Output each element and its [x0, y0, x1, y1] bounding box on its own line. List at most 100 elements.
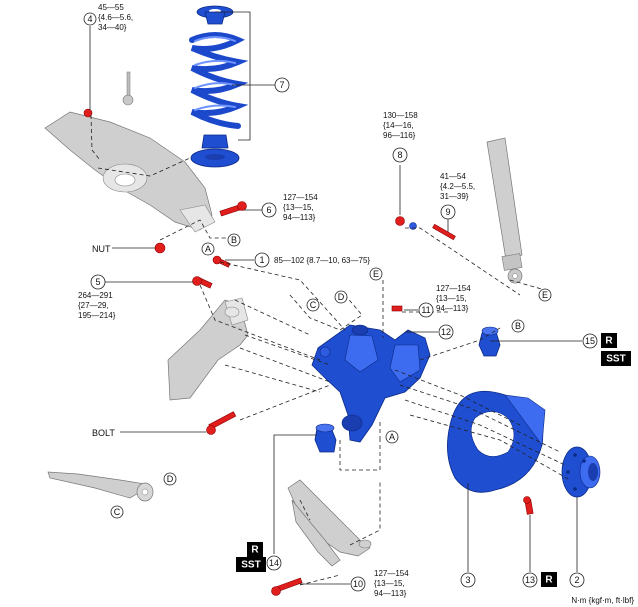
- fastener-5-bolt: [192, 276, 213, 289]
- svg-text:2: 2: [574, 575, 579, 585]
- fastener-10-bolt: [271, 577, 303, 596]
- svg-text:{14—16,: {14—16,: [383, 121, 414, 130]
- knuckle: [311, 324, 431, 443]
- callout-6: 6: [261, 202, 277, 218]
- units-note: N·m {kgf·m, ft·lbf}: [571, 596, 634, 605]
- torque-11: 127—154 {13—15, 94—113}: [436, 284, 471, 313]
- callout-9: 9: [440, 204, 456, 220]
- svg-text:A: A: [205, 244, 211, 254]
- callout-7: 7: [274, 77, 290, 93]
- svg-text:8: 8: [397, 150, 402, 160]
- svg-text:41—54: 41—54: [440, 172, 466, 181]
- callout-8: 8: [392, 147, 408, 163]
- fastener-4-nut: [83, 108, 93, 118]
- svg-text:D: D: [167, 474, 174, 484]
- callout-13: 13: [522, 572, 538, 588]
- svg-text:34—40}: 34—40}: [98, 23, 127, 32]
- callout-1: 1: [254, 252, 270, 268]
- svg-text:96—116}: 96—116}: [383, 131, 416, 140]
- lower-control-arm: [287, 479, 372, 567]
- fastener-8-nut: [395, 216, 417, 230]
- wheel-hub: [561, 446, 601, 498]
- ref-letter-e-right: E: [538, 288, 552, 302]
- torque-10: 127—154 {13—15, 94—113}: [374, 569, 409, 598]
- callout-15: 15: [582, 333, 598, 349]
- svg-text:127—154: 127—154: [436, 284, 471, 293]
- fastener-6-bolt: [219, 201, 247, 217]
- tag-sst-15: SST: [601, 351, 631, 366]
- fastener-9-bolt: [432, 223, 456, 241]
- svg-text:3: 3: [465, 575, 470, 585]
- fastener-1-bolt: [212, 255, 231, 268]
- svg-text:5: 5: [95, 277, 100, 287]
- torque-4: 45—55 {4.6—5.6, 34—40}: [98, 3, 133, 32]
- svg-text:B: B: [515, 321, 521, 331]
- ref-letter-a-top: A: [201, 242, 215, 256]
- svg-text:4: 4: [87, 14, 92, 24]
- svg-text:12: 12: [441, 327, 451, 337]
- svg-text:{4.2—5.5,: {4.2—5.5,: [440, 182, 475, 191]
- svg-text:94—113}: 94—113}: [374, 589, 407, 598]
- torque-1: 85—102 {8.7—10, 63—75}: [274, 256, 370, 265]
- bushing-15: [478, 326, 501, 357]
- svg-text:10: 10: [353, 579, 363, 589]
- bushing-14: [314, 423, 337, 453]
- svg-text:R: R: [545, 575, 553, 586]
- coil-spring: [189, 5, 249, 168]
- tag-r-13: R: [541, 572, 557, 587]
- svg-text:9: 9: [445, 207, 450, 217]
- svg-text:B: B: [231, 235, 237, 245]
- callout-2: 2: [569, 572, 585, 588]
- ref-letter-d-mid: D: [334, 290, 348, 304]
- svg-text:11: 11: [421, 305, 430, 315]
- svg-text:14: 14: [269, 558, 279, 568]
- svg-text:{13—15,: {13—15,: [436, 294, 467, 303]
- svg-text:C: C: [114, 507, 121, 517]
- ref-letter-c-mid: C: [306, 298, 320, 312]
- svg-text:94—113}: 94—113}: [436, 304, 469, 313]
- svg-text:15: 15: [585, 336, 595, 346]
- fastener-bolt-long: [206, 411, 237, 435]
- torque-9: 41—54 {4.2—5.5, 31—39}: [440, 172, 475, 201]
- leader-lines: [89, 11, 582, 585]
- fastener-13-bolt: [523, 496, 534, 515]
- svg-text:1: 1: [259, 255, 264, 265]
- nut-label: NUT: [92, 244, 111, 254]
- svg-text:6: 6: [266, 205, 271, 215]
- svg-text:127—154: 127—154: [374, 569, 409, 578]
- torque-5: 264—291 {27—29, 195—214}: [78, 291, 116, 320]
- svg-text:C: C: [310, 300, 317, 310]
- svg-text:85—102 {8.7—10, 63—75}: 85—102 {8.7—10, 63—75}: [274, 256, 370, 265]
- tag-r-15: R: [601, 333, 617, 348]
- trailing-link: [167, 297, 249, 401]
- svg-text:SST: SST: [606, 354, 625, 365]
- ref-letter-c-left: C: [110, 505, 124, 519]
- svg-text:7: 7: [279, 80, 284, 90]
- svg-text:SST: SST: [241, 560, 260, 571]
- callout-5: 5: [90, 274, 106, 290]
- svg-text:31—39}: 31—39}: [440, 192, 469, 201]
- svg-text:13: 13: [525, 575, 535, 585]
- svg-text:45—55: 45—55: [98, 3, 124, 12]
- svg-text:130—158: 130—158: [383, 111, 418, 120]
- dust-shield: [447, 391, 546, 493]
- lower-arm: [44, 111, 216, 233]
- shock-absorber: [486, 137, 523, 284]
- callout-14: 14: [266, 555, 282, 571]
- callout-12: 12: [438, 324, 454, 340]
- svg-text:264—291: 264—291: [78, 291, 113, 300]
- fastener-nut: [154, 242, 166, 254]
- callout-10: 10: [350, 576, 366, 592]
- svg-text:R: R: [251, 545, 259, 556]
- arm-top-bolt: [122, 71, 134, 106]
- svg-text:E: E: [542, 290, 548, 300]
- torque-8: 130—158 {14—16, 96—116}: [383, 111, 418, 140]
- svg-text:{27—29,: {27—29,: [78, 301, 109, 310]
- fastener-11-bolt: [391, 305, 403, 312]
- svg-text:195—214}: 195—214}: [78, 311, 116, 320]
- svg-text:R: R: [605, 336, 613, 347]
- callout-11: 11: [418, 302, 434, 318]
- tag-sst-14: SST: [236, 557, 266, 572]
- tag-r-14: R: [247, 542, 263, 557]
